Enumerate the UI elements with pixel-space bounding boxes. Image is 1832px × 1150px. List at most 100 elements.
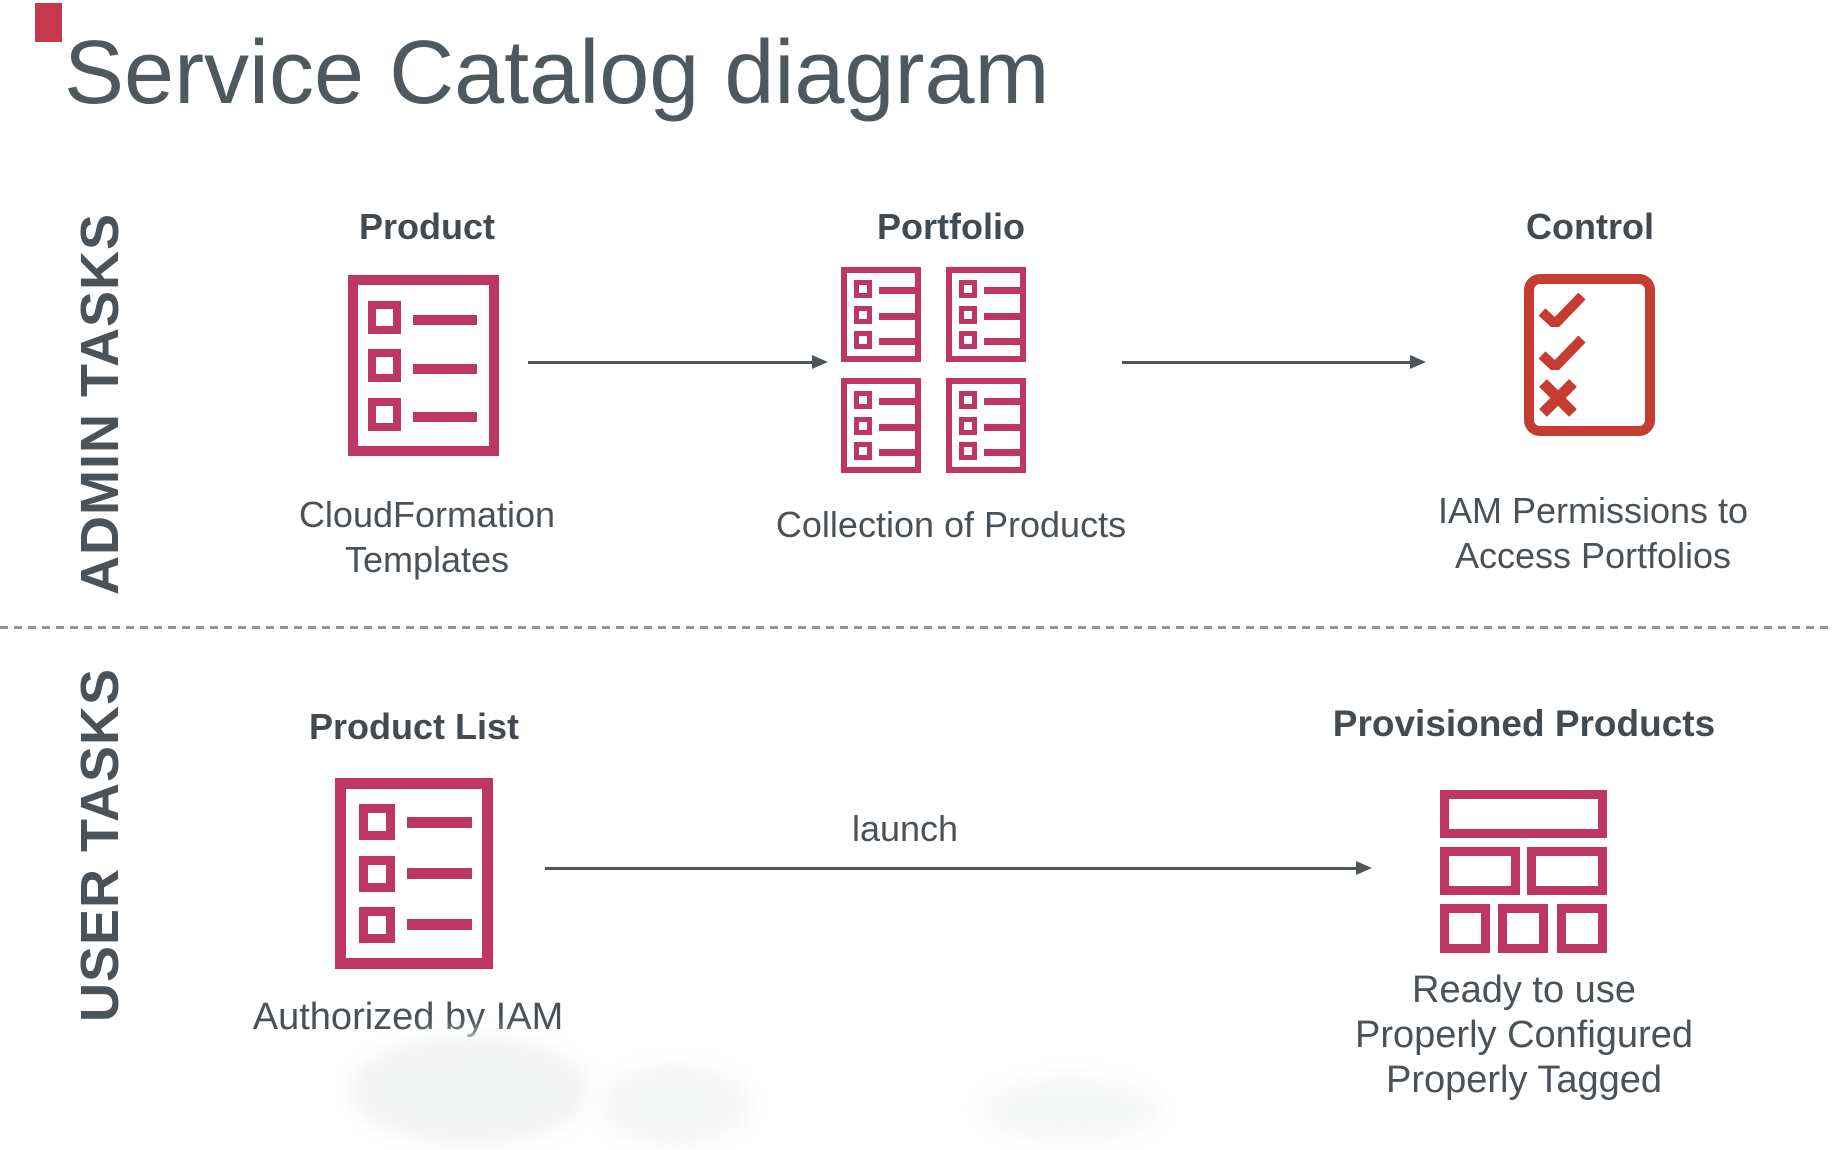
provisioned-products-caption: Ready to use Properly Configured Properl… (1355, 968, 1693, 1103)
mini-list-document-icon (946, 267, 1026, 362)
list-line (879, 337, 915, 345)
corner-accent-bar (35, 3, 62, 42)
list-bullet-square (854, 441, 872, 460)
list-row (368, 300, 489, 334)
arrow-shaft (528, 361, 814, 364)
product-caption: CloudFormation Templates (299, 492, 555, 582)
product-list-caption: Authorized by IAM (253, 995, 563, 1040)
list-line (879, 423, 915, 431)
caption-line: IAM Permissions to (1437, 490, 1749, 531)
arrow-portfolio-to-control (1122, 355, 1426, 370)
provisioned-products-heading: Provisioned Products (1332, 703, 1716, 744)
list-row (854, 441, 915, 460)
brick (1440, 790, 1607, 838)
brick (1498, 904, 1548, 953)
product-list-heading: Product List (308, 706, 520, 747)
list-line (407, 868, 472, 879)
arrow-shaft (1122, 361, 1412, 364)
list-row (959, 330, 1020, 349)
list-row (959, 416, 1020, 435)
caption-line: Access Portfolios (1454, 535, 1732, 576)
list-row (854, 305, 915, 324)
portfolio-heading: Portfolio (877, 206, 1025, 247)
brick (1440, 904, 1490, 953)
lane-divider (0, 626, 1832, 629)
list-document-icon (335, 778, 493, 969)
list-bullet-square (959, 280, 977, 299)
x-icon (1539, 379, 1577, 417)
brick (1527, 847, 1607, 895)
list-line (984, 312, 1020, 320)
list-line (984, 423, 1020, 431)
list-row (959, 280, 1020, 299)
check-icon (1538, 336, 1586, 370)
caption-line: launch (851, 808, 959, 849)
list-row (959, 305, 1020, 324)
control-heading: Control (1526, 206, 1654, 247)
list-bullet-square (854, 391, 872, 410)
list-row (854, 280, 915, 299)
user-tasks-lane-label: USER TASKS (70, 667, 130, 1023)
mini-list-document-icon (841, 378, 921, 473)
list-row (359, 804, 482, 841)
caption-line: Authorized by IAM (252, 996, 564, 1038)
caption-line: CloudFormation (298, 494, 556, 535)
check-icon (1538, 293, 1586, 327)
list-bullet-square (959, 416, 977, 435)
list-line (407, 816, 472, 828)
checklist-icon (1524, 274, 1655, 436)
watermark-smudge (600, 1062, 750, 1147)
list-document-icon (348, 275, 499, 456)
list-bullet-square (368, 397, 401, 431)
admin-tasks-lane-label: ADMIN TASKS (70, 213, 130, 595)
list-row (854, 330, 915, 349)
list-row (854, 416, 915, 435)
list-line (879, 312, 915, 320)
list-bullet-square (959, 441, 977, 460)
list-line (879, 448, 915, 456)
caption-line: Properly Tagged (1385, 1059, 1663, 1101)
watermark-smudge (350, 1035, 590, 1145)
list-row (854, 391, 915, 410)
caption-line: Properly Configured (1355, 1014, 1693, 1056)
arrow-product-to-portfolio (528, 355, 828, 370)
list-bullet-square (359, 906, 395, 943)
list-row (959, 441, 1020, 460)
list-row (359, 855, 482, 892)
page-title: Service Catalog diagram (64, 23, 1050, 123)
list-row (368, 397, 489, 431)
list-row (959, 391, 1020, 410)
list-bullet-square (368, 349, 401, 382)
brick (1557, 904, 1607, 953)
list-line (413, 363, 477, 374)
list-line (984, 448, 1020, 456)
portfolio-grid-icon (841, 267, 1027, 473)
list-bullet-square (959, 305, 977, 324)
product-heading: Product (358, 206, 496, 247)
list-bullet-square (959, 391, 977, 410)
bricks-icon (1440, 790, 1607, 953)
arrowhead-icon (1410, 355, 1426, 369)
list-bullet-square (368, 300, 401, 334)
list-line (407, 919, 472, 931)
arrow-shaft (545, 867, 1358, 870)
brick (1440, 847, 1520, 895)
caption-line: Ready to use (1412, 969, 1636, 1011)
mini-list-document-icon (946, 378, 1026, 473)
list-bullet-square (959, 330, 977, 349)
list-bullet-square (854, 280, 872, 299)
arrowhead-icon (812, 355, 828, 369)
list-line (413, 315, 477, 325)
watermark-smudge (980, 1075, 1160, 1145)
list-line (984, 287, 1020, 295)
control-caption: IAM Permissions to Access Portfolios (1438, 488, 1748, 578)
list-bullet-square (854, 330, 872, 349)
arrowhead-icon (1356, 861, 1372, 875)
launch-label: launch (852, 806, 958, 851)
list-line (984, 337, 1020, 345)
list-bullet-square (359, 804, 395, 841)
mini-list-document-icon (841, 267, 921, 362)
list-row (359, 906, 482, 943)
caption-line: Collection of Products (775, 504, 1127, 545)
